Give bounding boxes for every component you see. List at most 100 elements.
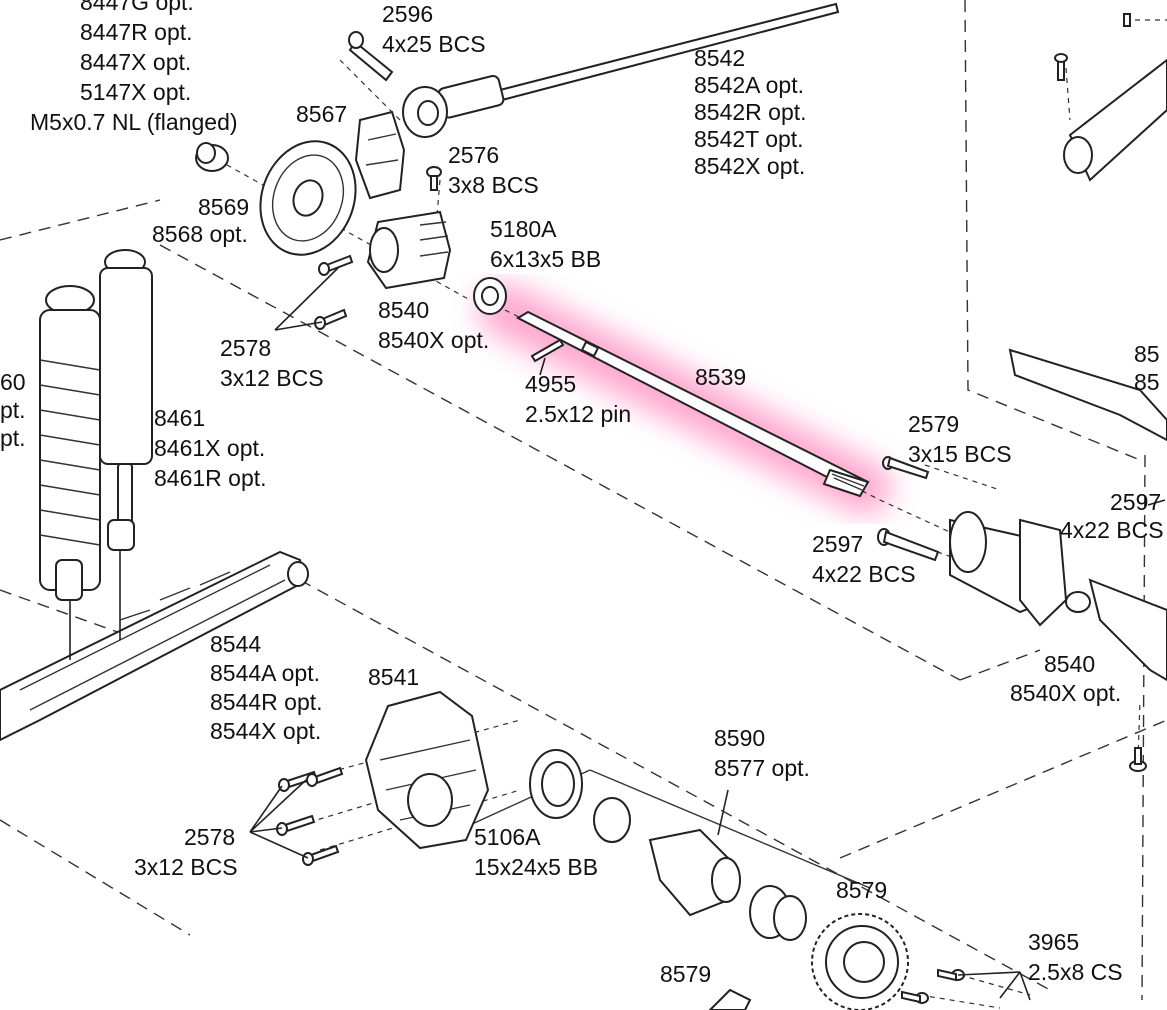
- label-line: 60: [0, 369, 26, 395]
- label-line: 3x12 BCS: [220, 365, 324, 391]
- label-l-8579b: 8579: [660, 961, 711, 987]
- part-bushing: [749, 885, 807, 941]
- label-line: 8540X opt.: [378, 327, 489, 353]
- label-line: 8567: [296, 101, 347, 127]
- label-line: 8539: [695, 364, 746, 390]
- label-line: 8540: [1044, 651, 1095, 677]
- part-5106a-bearing: [529, 749, 583, 819]
- label-line: 8540X opt.: [1010, 680, 1121, 706]
- label-line: 2576: [448, 142, 499, 168]
- label-line: 8447R opt.: [80, 19, 193, 45]
- label-line: 8461: [154, 405, 205, 431]
- part-2578-screws-lower: [276, 766, 344, 866]
- label-line: 8590: [714, 725, 765, 751]
- label-l-8540b: 8540 8540X opt.: [1010, 651, 1121, 706]
- part-labels: 8447G opt. 8447R opt. 8447X opt. 5147X opt.…: [0, 0, 1164, 987]
- label-line: 5147X opt.: [80, 79, 191, 105]
- label-line: 2578: [220, 335, 271, 361]
- part-8544-lower-arm: [0, 550, 309, 742]
- label-line: 8542X opt.: [694, 153, 805, 179]
- part-screw-right: [1129, 747, 1147, 772]
- part-8461-shock: [39, 249, 153, 601]
- label-line: 3x12 BCS: [134, 854, 238, 880]
- part-2597-screw: [877, 528, 940, 562]
- part-4955-pin: [530, 338, 565, 363]
- label-line: 4x22 BCS: [812, 561, 916, 587]
- label-line: 8544A opt.: [210, 660, 320, 686]
- label-line: 4x22 BCS: [1060, 517, 1164, 543]
- label-line: M5x0.7 NL (flanged): [30, 109, 238, 135]
- part-8540-carrier-right: [949, 511, 1091, 627]
- label-line: 85: [1134, 369, 1160, 395]
- leader-lines: [69, 267, 1166, 1001]
- label-line: 4x25 BCS: [382, 31, 486, 57]
- part-lower-arm-right: [1088, 578, 1167, 682]
- label-line: 2.5x12 pin: [525, 401, 631, 427]
- part-flanged-nut: [195, 142, 229, 172]
- label-line: 5106A: [474, 824, 541, 850]
- label-line: 8542: [694, 45, 745, 71]
- label-line: 8569: [198, 194, 249, 220]
- part-8569-disc: [259, 140, 357, 256]
- part-3965-screws: [901, 968, 965, 1004]
- label-l-2578a: 2578 3x12 BCS: [220, 335, 324, 391]
- label-l-8544: 8544 8544A opt. 8544R opt. 8544X opt.: [210, 631, 323, 744]
- part-link-arm-right: [1008, 348, 1167, 442]
- label-line: 3x8 BCS: [448, 172, 539, 198]
- label-line: 8447G opt.: [80, 0, 194, 15]
- label-l-2578b: 2578 3x12 BCS: [134, 824, 238, 880]
- label-l-2579: 2579 3x15 BCS: [908, 411, 1012, 467]
- label-line: 8542R opt.: [694, 99, 807, 125]
- label-l-8590: 8590 8577 opt.: [714, 725, 810, 781]
- part-8590-hub: [593, 797, 741, 917]
- label-l-8447g: 8447G opt. 8447R opt. 8447X opt. 5147X opt.…: [30, 0, 238, 135]
- label-l-8540a: 8540 8540X opt.: [378, 297, 489, 353]
- part-8567-caliper: [354, 110, 406, 200]
- label-line: 8568 opt.: [152, 221, 248, 247]
- part-2579-screw: [882, 456, 930, 480]
- part-upper-arm-right: [1054, 13, 1167, 182]
- label-line: 2579: [908, 411, 959, 437]
- label-line: 8542A opt.: [694, 72, 804, 98]
- label-l-8539: 8539: [695, 364, 746, 390]
- part-2578-screws-upper: [314, 254, 354, 330]
- part-8541-carrier: [364, 690, 490, 850]
- label-l-8567: 8567: [296, 101, 347, 127]
- part-8540-carrier-upper: [366, 210, 452, 290]
- label-line: 8541: [368, 664, 419, 690]
- label-line: 8579: [836, 877, 887, 903]
- label-line: 2596: [382, 1, 433, 27]
- part-8542-tie-rod: [402, 2, 840, 138]
- label-line: 85: [1134, 341, 1160, 367]
- label-line: 5180A: [490, 216, 557, 242]
- label-l-2597a: 2597 4x22 BCS: [812, 531, 916, 587]
- label-l-8579a: 8579: [836, 877, 887, 903]
- part-2576-screw: [426, 166, 442, 191]
- label-line: 8544R opt.: [210, 689, 323, 715]
- label-line: 8540: [378, 297, 429, 323]
- label-l-5180a: 5180A 6x13x5 BB: [490, 216, 601, 272]
- label-line: 8577 opt.: [714, 755, 810, 781]
- label-line: 8579: [660, 961, 711, 987]
- label-line: 3x15 BCS: [908, 441, 1012, 467]
- label-line: 8544X opt.: [210, 718, 321, 744]
- part-8579-gear: [708, 913, 909, 1010]
- label-line: 6x13x5 BB: [490, 246, 601, 272]
- label-line: 2597: [812, 531, 863, 557]
- label-line: 2.5x8 CS: [1028, 959, 1123, 985]
- label-line: 2578: [184, 824, 235, 850]
- label-line: pt.: [0, 425, 26, 451]
- label-line: 8447X opt.: [80, 49, 191, 75]
- label-line: 2597: [1110, 489, 1161, 515]
- label-line: 8544: [210, 631, 261, 657]
